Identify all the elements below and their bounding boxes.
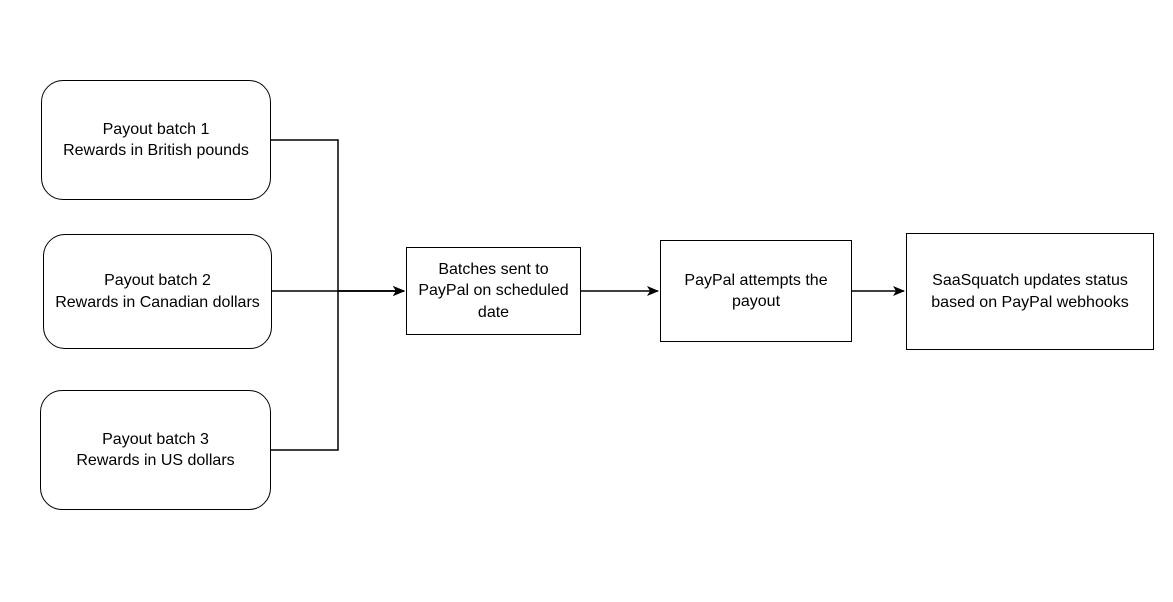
paypal-attempts-node: PayPal attempts the payout	[660, 240, 852, 342]
payout-batch-1-description: Rewards in British pounds	[63, 142, 249, 159]
saasquatch-updates-node: SaaSquatch updates status based on PayPa…	[906, 233, 1154, 350]
payout-batch-2-node: Payout batch 2 Rewards in Canadian dolla…	[43, 234, 272, 349]
payout-batch-1-node: Payout batch 1 Rewards in British pounds	[41, 80, 271, 200]
batches-sent-text-line-3: date	[477, 303, 510, 321]
paypal-attempts-text-line-1: PayPal attempts the	[684, 271, 828, 289]
payout-batch-3-description: Rewards in US dollars	[76, 452, 235, 469]
payout-batch-2-description: Rewards in Canadian dollars	[55, 293, 260, 311]
connector-batch1-to-sent	[271, 139, 405, 296]
saasquatch-updates-text-line-1: SaaSquatch updates status	[932, 272, 1128, 289]
payout-batch-2-title: Payout batch 2	[104, 272, 211, 289]
batches-sent-node: Batches sent to PayPal on scheduled date	[406, 247, 581, 335]
paypal-attempts-text-line-2: payout	[731, 293, 781, 310]
connector-batch3-to-sent	[271, 286, 405, 451]
batches-sent-text-line-1: Batches sent to	[438, 260, 549, 278]
payout-batch-1-title: Payout batch 1	[102, 120, 210, 138]
batches-sent-text-line-2: PayPal on scheduled	[418, 282, 569, 300]
payout-batch-3-node: Payout batch 3 Rewards in US dollars	[40, 390, 271, 510]
saasquatch-updates-text-line-2: based on PayPal webhooks	[931, 293, 1129, 311]
payout-batch-3-title: Payout batch 3	[102, 430, 209, 448]
